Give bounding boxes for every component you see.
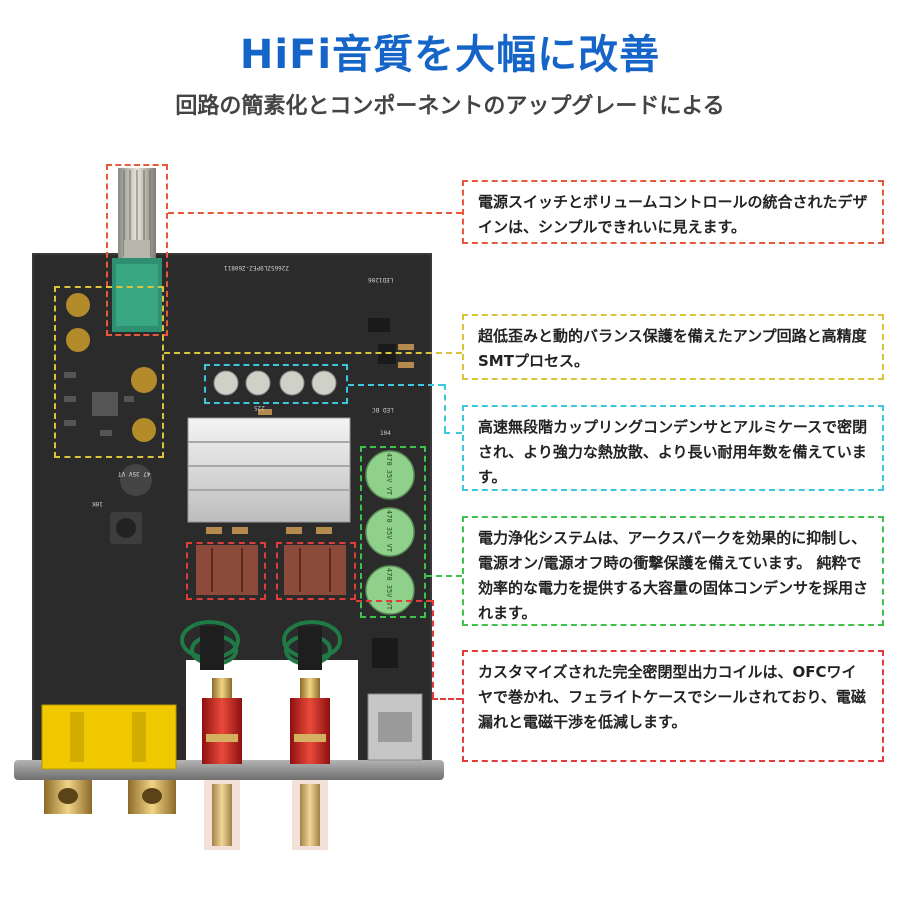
highlight-coil-right bbox=[276, 542, 356, 600]
callout-amp: 超低歪みと動的バランス保護を備えたアンプ回路と高精度SMTプロセス。 bbox=[462, 314, 884, 380]
speaker-terminal-right bbox=[290, 698, 330, 764]
resistor-225-label: 225 bbox=[254, 404, 265, 411]
highlight-solid-caps bbox=[360, 446, 426, 618]
callout-power: 電力浄化システムは、アークスパークを効果的に抑制し、電源オン/電源オフ時の衝撃保… bbox=[462, 516, 884, 626]
leader-line-coil bbox=[356, 600, 432, 602]
highlight-coupling-caps bbox=[204, 364, 348, 404]
highlight-amp-circuit bbox=[54, 286, 164, 458]
leader-line-coil-v bbox=[432, 600, 434, 698]
leader-line-power bbox=[426, 575, 462, 577]
solid-capacitor bbox=[365, 450, 415, 500]
leader-line-volume bbox=[168, 212, 462, 214]
output-coil bbox=[196, 545, 258, 595]
led-bc-label: LED BC bbox=[372, 406, 394, 413]
leader-line-caps-2 bbox=[444, 432, 462, 434]
page-title: HiFi音質を大幅に改善 bbox=[239, 32, 661, 78]
highlight-coil-left bbox=[186, 542, 266, 600]
callout-power-text: 電力浄化システムは、アークスパークを効果的に抑制し、電源オン/電源オフ時の衝撃保… bbox=[478, 529, 869, 622]
leader-line-coil-2 bbox=[432, 698, 462, 700]
coupling-cap bbox=[245, 370, 271, 396]
leader-line-amp bbox=[164, 352, 462, 354]
callout-capacitor-text: 高速無段階カップリングコンデンサとアルミケースで密閉され、より強力な熱放散、より… bbox=[478, 418, 868, 486]
highlight-volume bbox=[106, 164, 168, 336]
callout-coil-text: カスタマイズされた完全密閉型出力コイルは、OFCワイヤで巻かれ、フェライトケース… bbox=[478, 663, 866, 731]
resistor-104-label: 104 bbox=[380, 430, 391, 437]
callout-capacitor: 高速無段階カップリングコンデンサとアルミケースで密閉され、より強力な熱放散、より… bbox=[462, 405, 884, 491]
rca-input-block bbox=[41, 704, 177, 770]
solid-capacitor bbox=[365, 565, 415, 615]
leader-line-caps-v bbox=[444, 384, 446, 432]
coupling-cap bbox=[213, 370, 239, 396]
leader-line-caps bbox=[348, 384, 444, 386]
speaker-terminal-left bbox=[202, 698, 242, 764]
coupling-cap bbox=[311, 370, 337, 396]
page-subtitle: 回路の簡素化とコンポーネントのアップグレードによる bbox=[175, 94, 725, 119]
solid-capacitor bbox=[365, 507, 415, 557]
callout-volume-text: 電源スイッチとボリュームコントロールの統合されたデザインは、シンプルできれいに見… bbox=[478, 193, 868, 236]
callout-volume: 電源スイッチとボリュームコントロールの統合されたデザインは、シンプルできれいに見… bbox=[462, 180, 884, 244]
callout-coil: カスタマイズされた完全密閉型出力コイルは、OFCワイヤで巻かれ、フェライトケース… bbox=[462, 650, 884, 762]
resistor-10k-label: 10K bbox=[92, 500, 103, 507]
heatsink bbox=[187, 417, 351, 523]
output-coil bbox=[284, 545, 346, 595]
pcb-code-label: Z2665ZL9PEZ-Z60811 bbox=[224, 264, 290, 271]
small-cap-label: 47 35V VT bbox=[118, 470, 151, 477]
led-label: LED1206 bbox=[368, 276, 394, 283]
callout-amp-text: 超低歪みと動的バランス保護を備えたアンプ回路と高精度SMTプロセス。 bbox=[478, 327, 867, 370]
coupling-cap bbox=[279, 370, 305, 396]
